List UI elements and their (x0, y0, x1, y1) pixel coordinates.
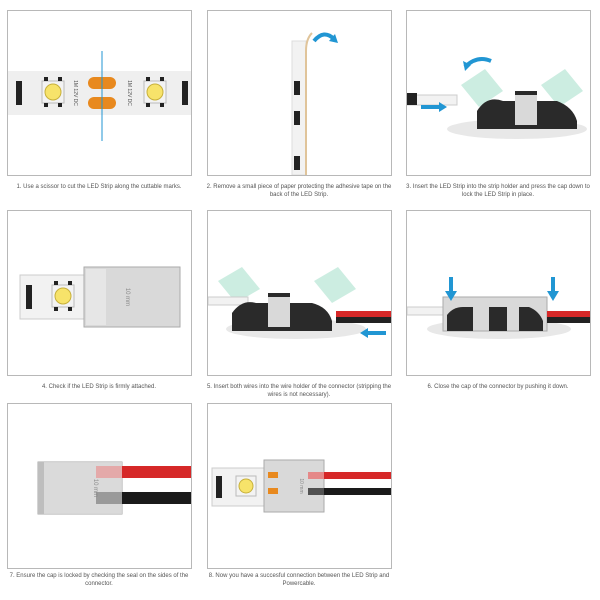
red-wire (336, 311, 391, 317)
led-strip (208, 296, 249, 306)
black-wire (547, 317, 590, 323)
step-5-illustration (208, 267, 391, 339)
step-6-caption: 6. Close the cap of the connector by pus… (427, 384, 569, 390)
led-light (54, 287, 72, 305)
step-5-panel (207, 210, 392, 376)
step-7-panel: 10 mm (7, 403, 192, 569)
red-wire (547, 311, 590, 317)
black-wire (336, 317, 391, 323)
led-strip-side (291, 40, 307, 175)
strip-label-left: 1M 12V DC (72, 80, 78, 106)
step-4-panel: 10 mm (7, 210, 192, 376)
step-8-illustration: 10 mm (211, 459, 391, 513)
red-wire (308, 472, 391, 479)
step-4-illustration: 10 mm (19, 266, 181, 328)
step-6-panel (406, 210, 591, 376)
led-light (44, 83, 62, 101)
led-strip (407, 306, 448, 316)
step-7-illustration: 10 mm (37, 461, 191, 515)
step-5-caption: 5. Insert both wires into the wire holde… (206, 384, 392, 398)
step-2-panel (207, 10, 392, 176)
step-8-caption: 8. Now you have a succesful connection b… (208, 573, 390, 587)
cap-ghost (218, 267, 260, 303)
strip-label-right: 1M 12V DC (126, 80, 132, 106)
backing-paper (305, 32, 313, 175)
cap-label: 10 mm (124, 288, 130, 306)
step-3-illustration (407, 57, 587, 139)
step-7-caption: 7. Ensure the cap is locked by checking … (9, 573, 189, 587)
cap-label: 10 mm (92, 479, 98, 497)
step-6-illustration (407, 277, 590, 339)
cap-ghost (541, 69, 583, 107)
step-1-panel: 1M 12V DC 1M 12V DC (7, 10, 192, 176)
cap-label: 10 mm (298, 478, 304, 493)
step-1-illustration: 1M 12V DC 1M 12V DC (8, 51, 191, 141)
step-2-illustration (291, 32, 338, 175)
black-wire (308, 488, 391, 495)
step-1-caption: 1. Use a scissor to cut the LED Strip al… (16, 184, 182, 190)
connector-body (489, 307, 507, 331)
step-3-panel (406, 10, 591, 176)
step-4-caption: 4. Check if the LED Strip is firmly atta… (41, 384, 157, 390)
resistor (16, 81, 22, 105)
led-light (238, 478, 254, 494)
step-8-panel: 10 mm (207, 403, 392, 569)
step-3-caption: 3. Insert the LED Strip into the strip h… (406, 184, 590, 198)
step-2-caption: 2. Remove a small piece of paper protect… (206, 184, 392, 198)
connector-cap (263, 459, 325, 513)
